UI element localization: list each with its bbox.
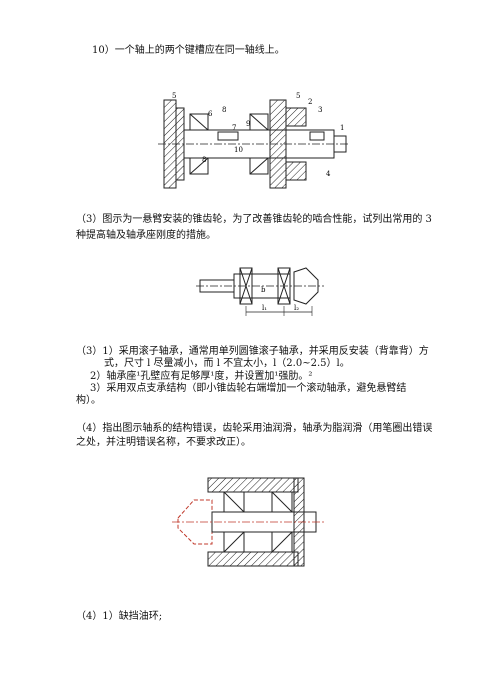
fig1-label: 5 <box>296 92 300 100</box>
fig1-label: 2 <box>308 98 312 106</box>
a4-line1: （4）1）缺挡油环; <box>76 611 163 622</box>
figure-shaft-assembly: 5 6 8 7 9 10 5 2 3 1 4 8 <box>150 86 350 206</box>
fig2-label-l2: l₂ <box>294 304 299 312</box>
fig1-label: 3 <box>318 106 322 114</box>
fig2-label-l1: l₁ <box>262 304 267 312</box>
a3-line4: 3）采用双点支承结构（即小锥齿轮右端增加一个滚动轴承，避免悬臂结 <box>90 383 407 394</box>
fig1-label: 5 <box>172 92 176 100</box>
fig2-label-b: b <box>261 286 266 294</box>
fig1-label: 6 <box>208 110 213 118</box>
fig1-label: 7 <box>232 124 236 132</box>
item10-text: 10）一个轴上的两个键槽应在同一轴线上。 <box>92 45 285 56</box>
a3-line1: （3）1）采用滚子轴承，通常用单列圆锥滚子轴承，并采用反安装（背靠背）方 <box>76 346 429 357</box>
q3-text-line1: （3）图示为一悬臂安装的锥齿轮，为了改善锥齿轮的啮合性能，试列出常用的 3 <box>76 214 432 225</box>
q3-text-line2: 种提高轴及轴承座刚度的措施。 <box>76 230 216 241</box>
figure-shaft-system-errors <box>168 472 328 572</box>
a3-line2: 式，尺寸 l 尽量减小，而 l 不宜太小，l（2.0~2.5）l。 <box>104 358 350 369</box>
fig1-label: 10 <box>234 146 243 154</box>
q4-text-line1: （4）指出图示轴系的结构错误，齿轮采用油润滑，轴承为脂润滑（用笔圈出错误 <box>76 423 433 434</box>
fig1-label: 4 <box>326 170 331 178</box>
fig1-label: 1 <box>340 124 344 132</box>
fig1-label: 8 <box>202 156 206 164</box>
fig1-label: 8 <box>222 106 226 114</box>
a3-line5: 构）。 <box>76 395 101 406</box>
a3-line3: 2）轴承座¹孔壁应有足够厚¹度，并设置加¹强肋。² <box>90 371 313 382</box>
fig1-label: 9 <box>246 120 250 128</box>
figure-bevel-gear-shaft: b l₁ l₂ <box>190 262 330 328</box>
q4-text-line2: 之处，并注明错误名称，不要求改正）。 <box>76 437 251 448</box>
